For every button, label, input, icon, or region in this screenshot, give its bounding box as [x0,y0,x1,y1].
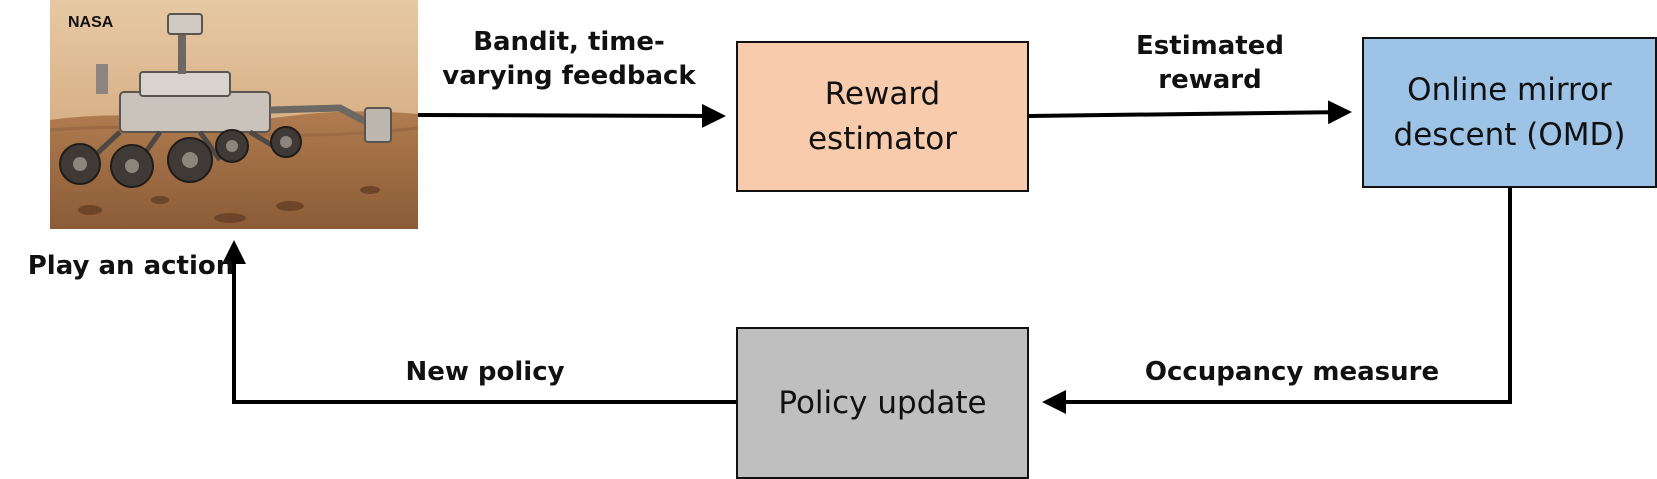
estimated-reward-label: Estimated reward [1136,31,1284,95]
feedback-label: Bandit, time- varying feedback [442,27,696,91]
arrow-new-policy [222,240,736,404]
omd-label: Online mirror descent (OMD) [1393,72,1626,153]
omd-box: Online mirror descent (OMD) [1362,37,1657,188]
new-policy-label: New policy [405,357,565,387]
rover-photo: NASA [50,0,418,229]
reward-estimator-box: Reward estimator [736,41,1029,192]
occupancy-measure-label: Occupancy measure [1144,357,1440,387]
policy-update-box: Policy update [736,327,1029,479]
reward-estimator-label: Reward estimator [807,76,958,157]
play-action-label: Play an action [27,251,235,281]
policy-update-label: Policy update [778,384,987,421]
photo-credit: NASA [68,14,114,31]
arrow-occupancy-measure [1042,188,1512,414]
arrow-estimated-reward [1028,100,1352,125]
arrow-feedback [417,103,726,128]
